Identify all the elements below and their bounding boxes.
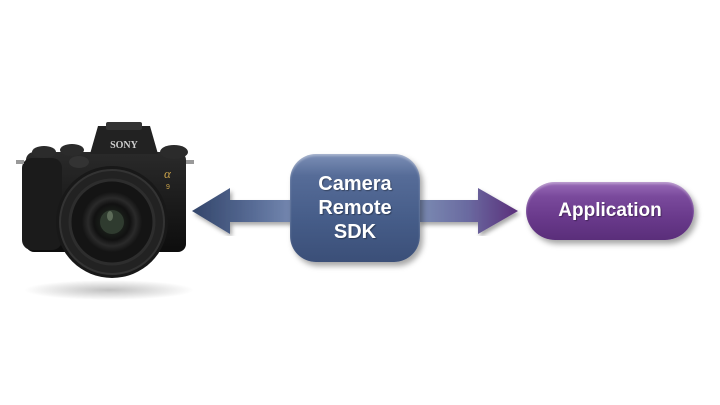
camera-model-number: 9 bbox=[166, 184, 170, 191]
camera-remote-sdk-box: Camera Remote SDK bbox=[290, 154, 420, 262]
sdk-label-line-1: Camera bbox=[318, 173, 392, 195]
application-label: Application bbox=[558, 200, 662, 221]
sdk-label-line-3: SDK bbox=[333, 221, 377, 243]
camera-brand-label: SONY bbox=[110, 140, 139, 151]
sdk-label-line-2: Remote bbox=[318, 197, 392, 219]
camera-model-mark: α bbox=[164, 166, 172, 181]
camera-image: SONY α 9 bbox=[16, 122, 194, 300]
arrow-left-icon bbox=[192, 188, 300, 234]
arrow-right-icon bbox=[418, 188, 518, 234]
application-box: Application bbox=[526, 182, 694, 240]
